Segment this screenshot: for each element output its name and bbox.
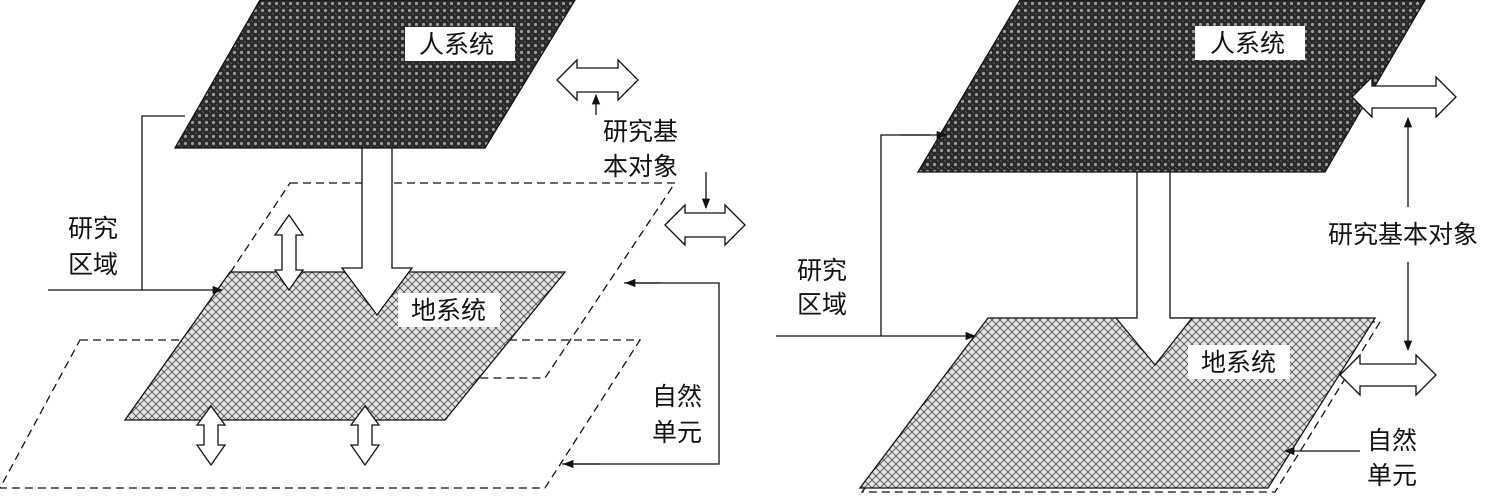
right-research-area-label-line2: 区域 xyxy=(797,290,847,319)
left-horizontal-double-arrow-middle xyxy=(664,203,746,247)
left-earth-system-label-box xyxy=(398,293,500,327)
right-horizontal-double-arrow-bottom xyxy=(1339,353,1437,397)
right-human-system-plane xyxy=(916,0,1426,173)
left-vertical-double-arrow-bottom-2 xyxy=(349,404,381,467)
left-horizontal-double-arrow-top xyxy=(556,58,639,102)
right-research-object-label: 研究基本对象 xyxy=(1328,220,1478,249)
left-vertical-double-arrow-top xyxy=(273,213,305,292)
right-natural-unit-label-line2: 单元 xyxy=(1367,461,1417,490)
right-human-system-label: 人系统 xyxy=(1210,29,1285,58)
right-panel: 研究基本对象 研究 区域 自然 单元 人系统 地系统 xyxy=(776,0,1478,493)
left-natural-unit-plane-lower xyxy=(0,339,642,489)
left-research-area-bracket xyxy=(48,115,185,291)
left-research-object-label-line2: 本对象 xyxy=(603,152,678,181)
left-research-object-label-line1: 研究基 xyxy=(603,117,678,146)
right-horizontal-double-arrow-top xyxy=(1351,75,1457,119)
right-human-to-earth-arrow xyxy=(1114,171,1194,367)
left-panel: 研究基 本对象 研究 区域 自然 单元 人系统 地系统 xyxy=(0,0,746,489)
left-earth-system-label: 地系统 xyxy=(411,296,486,325)
left-human-system-plane xyxy=(173,0,576,149)
right-earth-system-plane xyxy=(858,317,1377,489)
left-research-area-label-line1: 研究 xyxy=(68,214,118,243)
left-human-to-earth-arrow xyxy=(340,147,414,317)
left-vertical-double-arrow-bottom-1 xyxy=(195,404,227,467)
right-earth-system-label-box xyxy=(1188,345,1290,379)
left-natural-unit-label-line2: 单元 xyxy=(652,418,702,447)
left-human-system-label: 人系统 xyxy=(419,30,494,59)
right-earth-system-label: 地系统 xyxy=(1201,348,1276,377)
left-research-area-label-line2: 区域 xyxy=(68,250,118,279)
left-human-system-label-box xyxy=(405,27,515,61)
right-research-area-label-line1: 研究 xyxy=(797,256,847,285)
left-natural-unit-bracket xyxy=(562,282,720,465)
right-human-system-label-box xyxy=(1195,26,1305,60)
left-natural-unit-label-line1: 自然 xyxy=(652,382,702,411)
right-natural-unit-label-line1: 自然 xyxy=(1367,426,1417,455)
